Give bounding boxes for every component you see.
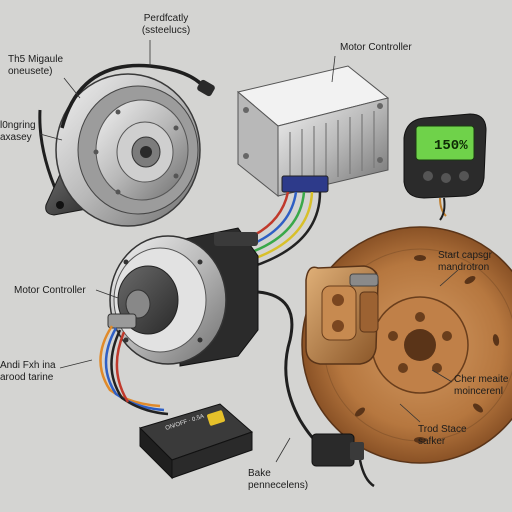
hub-motor <box>38 73 201 227</box>
label-cher: Cher meaite moincerenl <box>454 374 509 397</box>
leader-lines <box>39 77 459 463</box>
main-motor <box>107 227 259 367</box>
label-motor-controller-left: Motor Controller <box>14 285 86 296</box>
label-start-caps: Start capsgr mandrotron <box>438 250 492 273</box>
display-reading: 150% <box>434 138 468 154</box>
sensor-cable <box>60 40 215 129</box>
brake-caliper <box>305 265 379 365</box>
label-top-center: Perdfcatly (ssteelucs) <box>141 13 191 36</box>
motor-controller-box <box>236 55 390 198</box>
control-module: ON/OFF · 0.5A <box>139 403 253 480</box>
label-left-mid: l0ngring axasey <box>0 120 36 143</box>
label-bake: Bake pennecelens) <box>248 468 309 491</box>
label-motor-controller-top: Motor Controller <box>340 42 412 53</box>
label-trod: Trod Stace safker <box>418 424 467 447</box>
module-wires <box>99 325 169 416</box>
label-left-top: Th5 Migaule oneusete) <box>8 54 64 77</box>
bake-cable <box>257 290 375 488</box>
lcd-display-unit <box>403 113 487 221</box>
label-andi: Andi Fxh ina arood tarine <box>0 360 56 383</box>
